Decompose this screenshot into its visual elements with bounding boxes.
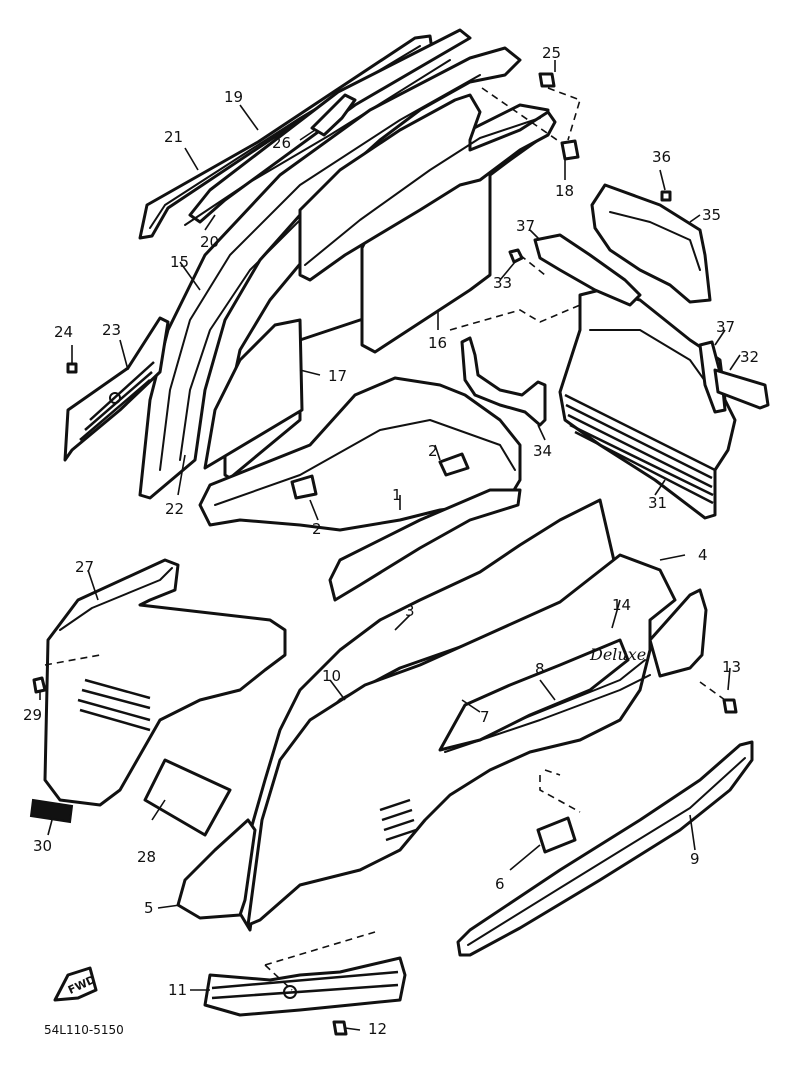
part-27-front-cover xyxy=(43,558,287,807)
assembly-line-11 xyxy=(264,931,376,991)
part-8-molding xyxy=(444,674,651,753)
leader-lines xyxy=(39,60,741,1031)
callout-21: 21 xyxy=(164,128,183,146)
callout-35: 35 xyxy=(702,206,721,224)
part-33-screw xyxy=(508,248,524,264)
assembly-line-33 xyxy=(519,254,546,276)
part-25-bolt xyxy=(538,72,556,88)
part-upper-rail xyxy=(298,93,557,282)
part-17-panel xyxy=(203,318,304,470)
assembly-line-29 xyxy=(44,654,101,666)
callout-27: 27 xyxy=(75,558,94,576)
part-37-bracket-right xyxy=(698,340,727,414)
part-37-bracket-upper xyxy=(533,233,642,307)
callout-37a: 37 xyxy=(516,217,535,235)
part-19-trim-strip xyxy=(188,28,472,224)
part-27-grille xyxy=(77,678,151,732)
callout-10: 10 xyxy=(322,667,341,685)
callout-7: 7 xyxy=(480,708,490,726)
callout-15: 15 xyxy=(170,253,189,271)
part-2-rubber-lower xyxy=(290,474,318,500)
callout-29: 29 xyxy=(23,706,42,724)
part-11-bottom-trim xyxy=(203,956,407,1017)
part-6-plate xyxy=(536,816,577,854)
assembly-line-25 xyxy=(481,87,581,143)
part-30-emblem xyxy=(29,798,74,824)
part-rear-edge-piece xyxy=(648,588,708,678)
part-34-bracket xyxy=(460,336,547,427)
fwd-arrow-icon: FWD xyxy=(53,966,98,1002)
part-31-side-cover xyxy=(558,288,737,520)
assembly-line-13 xyxy=(699,681,726,701)
callout-24: 24 xyxy=(54,323,73,341)
part-20-molding xyxy=(184,59,451,226)
callout-2b: 2 xyxy=(312,520,322,538)
callout-14: 14 xyxy=(612,596,631,614)
callout-19: 19 xyxy=(224,88,243,106)
callout-32: 32 xyxy=(740,348,759,366)
callout-12: 12 xyxy=(368,1020,387,1038)
callout-6: 6 xyxy=(495,875,505,893)
part-24-bolt xyxy=(66,362,78,374)
part-15-side-cover-frame xyxy=(138,46,522,500)
callout-labels: 1 2 2 3 4 5 6 7 8 9 10 11 12 13 14 15 16… xyxy=(23,44,759,1038)
part-1-rail xyxy=(328,488,522,602)
callout-28: 28 xyxy=(137,848,156,866)
part-32-strip xyxy=(713,368,770,410)
callout-22: 22 xyxy=(165,500,184,518)
callout-3: 3 xyxy=(405,602,415,620)
callout-37b: 37 xyxy=(716,318,735,336)
callout-31: 31 xyxy=(648,494,667,512)
callout-26: 26 xyxy=(272,134,291,152)
callout-11: 11 xyxy=(168,981,187,999)
part-12-screw xyxy=(332,1020,348,1036)
callout-33: 33 xyxy=(493,274,512,292)
assembly-line-6 xyxy=(539,769,581,813)
part-31-grille xyxy=(564,393,716,505)
callout-23: 23 xyxy=(102,321,121,339)
part-18-grommet xyxy=(560,139,580,161)
callout-5: 5 xyxy=(144,899,154,917)
part-26-clip xyxy=(310,93,357,137)
part-28-plate xyxy=(143,758,232,837)
part-9-strip xyxy=(456,740,754,957)
callout-36: 36 xyxy=(652,148,671,166)
callout-20: 20 xyxy=(200,233,219,251)
part-7-window xyxy=(438,638,630,752)
part-36-bolt xyxy=(660,190,672,202)
callout-18: 18 xyxy=(555,182,574,200)
assembly-line-16 xyxy=(449,304,581,331)
callout-17: 17 xyxy=(328,367,347,385)
callout-16: 16 xyxy=(428,334,447,352)
part-under-tray xyxy=(198,376,522,532)
callout-13: 13 xyxy=(722,658,741,676)
callout-1: 1 xyxy=(392,486,402,504)
part-2-rubber-upper xyxy=(438,452,470,477)
part-29-bolt xyxy=(32,676,47,694)
part-5-panel xyxy=(176,818,257,920)
callout-4: 4 xyxy=(698,546,708,564)
drawing-code: 54L110-5150 xyxy=(44,1023,124,1037)
part-5-grille xyxy=(379,798,417,842)
part-13-screw xyxy=(722,698,738,714)
callout-30: 30 xyxy=(33,837,52,855)
callout-34: 34 xyxy=(533,442,552,460)
callout-8: 8 xyxy=(535,660,545,678)
callout-25: 25 xyxy=(542,44,561,62)
part-14-emblem: Deluxe xyxy=(589,645,646,664)
callout-2a: 2 xyxy=(428,442,438,460)
callout-9: 9 xyxy=(690,850,700,868)
